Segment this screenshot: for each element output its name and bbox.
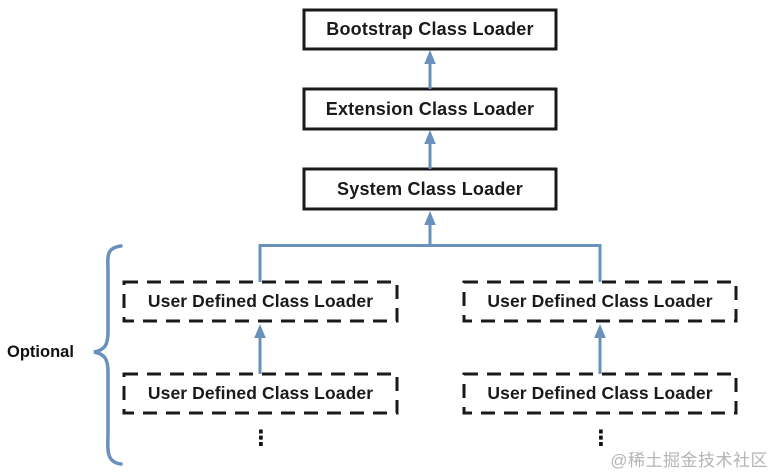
- vertical-ellipsis-icon: ⋮: [250, 426, 272, 450]
- extension-class-loader-box: [302, 87, 558, 131]
- bootstrap-class-loader-label: Bootstrap Class Loader: [326, 19, 534, 39]
- user-defined-class-loader-label-bottom-left: User Defined Class Loader: [147, 383, 374, 403]
- curly-brace-icon: [93, 244, 123, 466]
- user-defined-class-loader-box-top-right: [462, 280, 738, 323]
- user-defined-class-loader-box-top-left: [122, 280, 399, 323]
- user-defined-class-loader-box-bottom-left: [122, 372, 399, 415]
- arrowhead-up-icon: [424, 50, 436, 64]
- arrowhead-up-icon: [424, 130, 436, 144]
- extension-class-loader-label: Extension Class Loader: [325, 98, 535, 119]
- arrowhead-up-icon: [254, 324, 266, 338]
- user-defined-class-loader-label-bottom-right: User Defined Class Loader: [487, 383, 713, 403]
- watermark-text: @稀土掘金技术社区: [610, 451, 768, 470]
- user-defined-class-loader-label-top-right: User Defined Class Loader: [487, 291, 713, 311]
- bootstrap-class-loader-box: [302, 8, 558, 51]
- system-class-loader-label: System Class Loader: [337, 178, 523, 199]
- optional-label: Optional: [7, 343, 74, 361]
- user-defined-class-loader-label-top-left: User Defined Class Loader: [147, 291, 374, 311]
- arrowhead-up-icon: [424, 211, 436, 225]
- user-defined-class-loader-box-bottom-right: [462, 372, 738, 415]
- arrowhead-up-icon: [594, 324, 606, 338]
- connector-user-defined-branch: [258, 244, 602, 282]
- vertical-ellipsis-icon: ⋮: [590, 426, 612, 450]
